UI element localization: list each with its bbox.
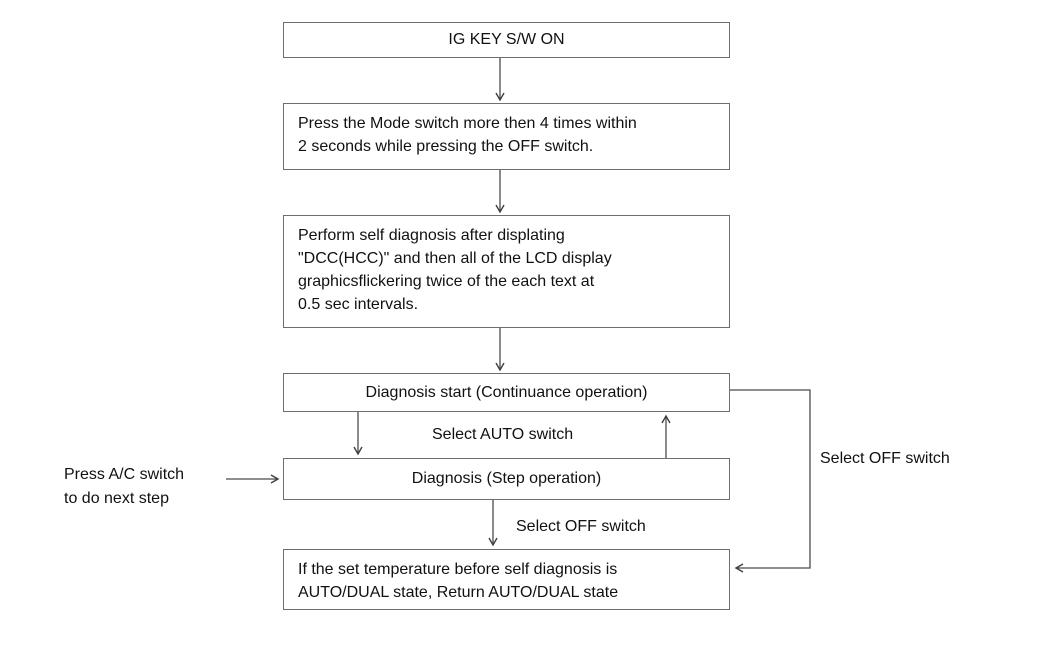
node-diagnosis-step: Diagnosis (Step operation): [283, 458, 730, 500]
label-press-ac-switch: Press A/C switch to do next step: [64, 466, 185, 507]
label-select-off-switch-loop: Select OFF switch: [820, 450, 950, 467]
arrow-offswitch-loop: [730, 389, 811, 573]
label-select-auto-switch: Select AUTO switch: [432, 426, 574, 443]
node-press-mode-switch: Press the Mode switch more then 4 times …: [283, 103, 730, 170]
label-select-off-switch-middle: Select OFF switch: [516, 518, 646, 535]
node-ig-key-sw-on: IG KEY S/W ON: [283, 22, 730, 58]
node-perform-self-diagnosis: Perform self diagnosis after displating …: [283, 215, 730, 328]
node-diagnosis-start: Diagnosis start (Continuance operation): [283, 373, 730, 412]
node-return-auto-dual: If the set temperature before self diagn…: [283, 549, 730, 610]
